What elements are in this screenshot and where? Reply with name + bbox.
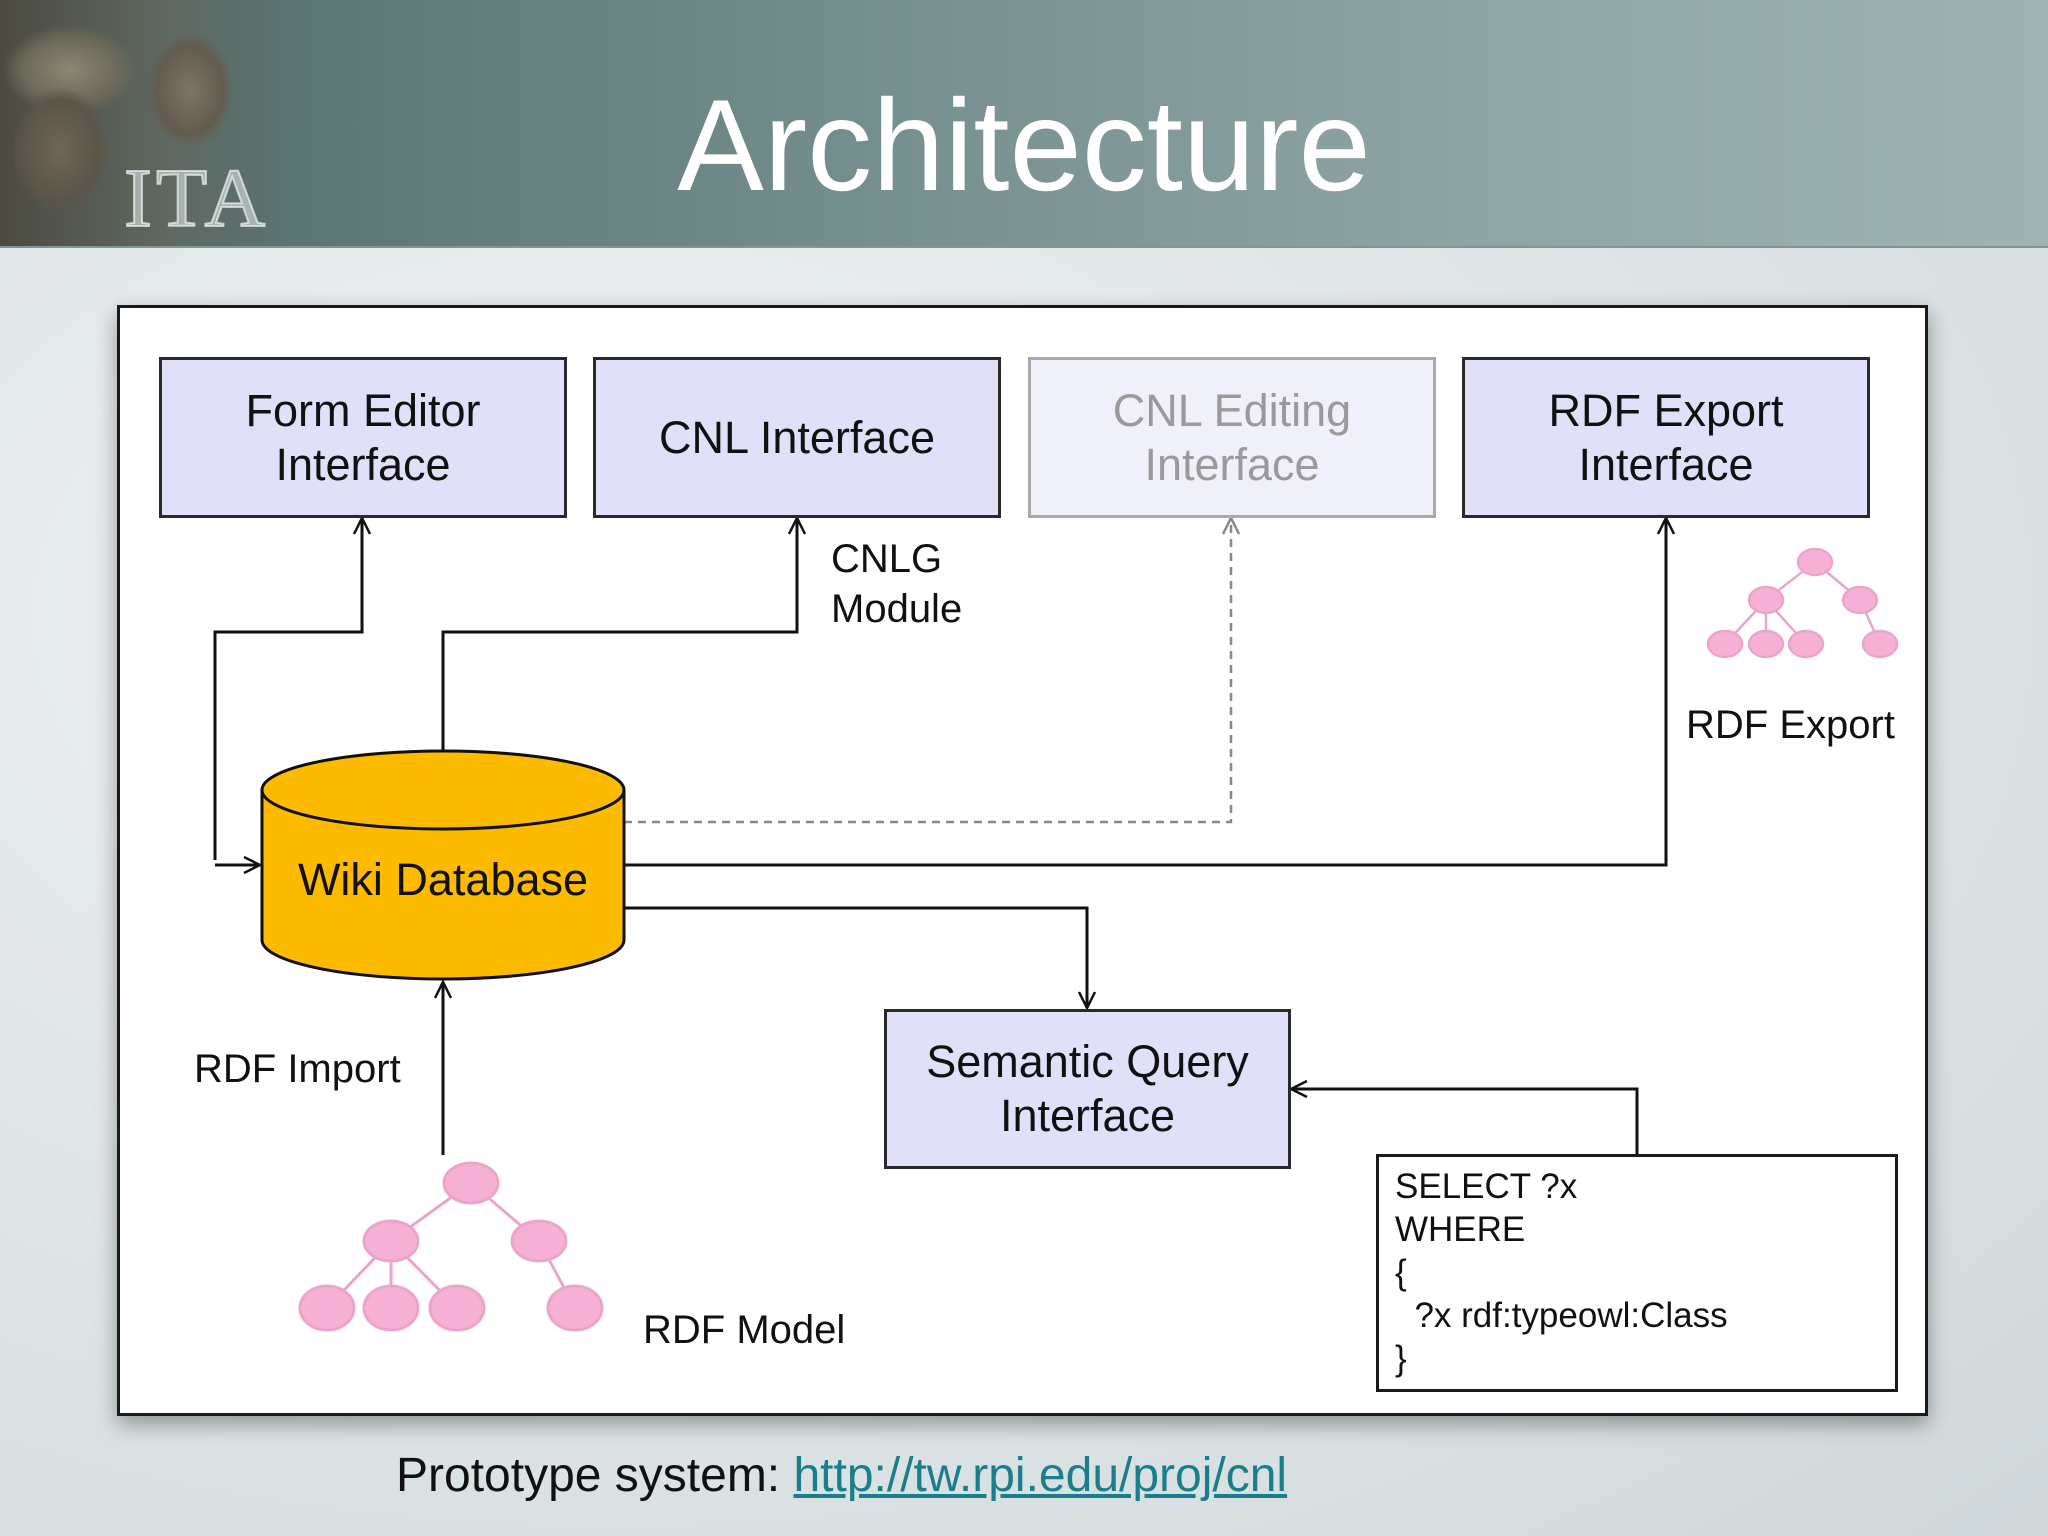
rdf-export-label: RDF Export — [1686, 703, 1895, 747]
rdf-export-interface-box: RDF Export Interface — [1462, 357, 1870, 518]
arrow-db-to-semantic-query — [624, 906, 1087, 1008]
rdf-import-label: RDF Import — [194, 1047, 401, 1091]
footer-prefix: Prototype system: — [396, 1449, 794, 1502]
rdf-export-graph-icon — [1706, 547, 1899, 659]
ita-logo: ITA — [123, 151, 270, 246]
slide-title: Architecture — [677, 72, 1371, 218]
cnl-editing-interface-box: CNL Editing Interface — [1028, 357, 1436, 518]
soldiers-photo — [0, 0, 290, 246]
semantic-query-interface-box: Semantic Query Interface — [884, 1009, 1291, 1169]
rdf-model-label: RDF Model — [643, 1308, 846, 1352]
query-line: SELECT ?x — [1395, 1167, 1578, 1206]
query-line: WHERE — [1395, 1210, 1526, 1249]
footer-caption: Prototype system: http://tw.rpi.edu/proj… — [396, 1448, 1287, 1503]
slide-header: ITA — [0, 0, 2048, 248]
form-editor-interface-box: Form Editor Interface — [159, 357, 567, 518]
rdf-model-graph-icon — [298, 1161, 604, 1332]
arrow-db-to-cnl-interface — [441, 518, 797, 752]
cnlg-module-label: CNLG Module — [831, 537, 963, 631]
query-line: ?x rdf:typeowl:Class — [1395, 1296, 1728, 1335]
arrow-query-to-semantic-query — [1291, 1089, 1639, 1154]
query-line: { — [1395, 1253, 1407, 1292]
cnl-interface-box: CNL Interface — [593, 357, 1001, 518]
wiki-database-label: Wiki Database — [297, 854, 589, 905]
wiki-database-cylinder — [260, 749, 626, 981]
arrow-db-to-form-editor — [213, 518, 362, 860]
sparql-query-box: SELECT ?x WHERE { ?x rdf:typeowl:Class } — [1376, 1154, 1898, 1392]
arrow-db-to-rdf-export — [624, 518, 1666, 867]
prototype-link[interactable]: http://tw.rpi.edu/proj/cnl — [793, 1449, 1288, 1502]
query-line: } — [1395, 1339, 1407, 1378]
arrow-db-to-cnl-editing — [624, 518, 1231, 824]
